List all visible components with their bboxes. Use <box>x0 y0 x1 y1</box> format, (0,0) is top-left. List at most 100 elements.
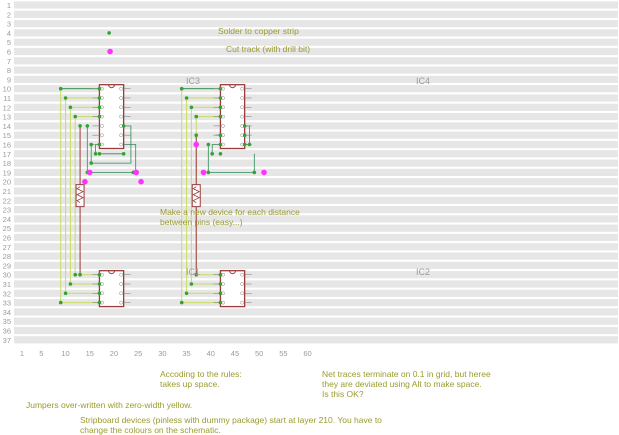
resistor-zigzag <box>192 186 201 203</box>
chip-pin <box>240 291 244 296</box>
chip-pin <box>119 142 123 147</box>
copper-strip <box>14 38 618 46</box>
solder-point <box>107 31 111 35</box>
legend-cut-label: Cut track (with drill bit) <box>226 44 310 54</box>
row-label: 32 <box>3 289 11 298</box>
jumper-wire <box>69 106 100 285</box>
row-label: 2 <box>7 10 11 19</box>
chip-pin <box>119 96 123 100</box>
solder-point <box>97 282 102 286</box>
copper-strip <box>14 94 618 102</box>
row-label: 10 <box>3 85 11 94</box>
markers <box>58 31 267 305</box>
row-label: 26 <box>3 234 11 243</box>
solder-point <box>206 142 211 147</box>
solder-point <box>97 272 102 277</box>
ic1-label: IC1 <box>186 267 200 277</box>
jumper-wire <box>65 97 100 294</box>
column-label: 50 <box>255 349 263 358</box>
column-label: 5 <box>39 349 43 358</box>
solder-point <box>89 161 94 165</box>
solder-point <box>97 105 102 110</box>
chip-body <box>219 84 246 150</box>
solder-point <box>97 96 102 100</box>
row-label: 34 <box>3 308 11 317</box>
chip-pin <box>240 282 244 286</box>
solder-point <box>218 105 223 110</box>
solder-point <box>189 105 194 110</box>
copper-strip <box>14 113 618 121</box>
copper-strip <box>14 317 618 325</box>
row-label: 9 <box>7 75 11 84</box>
row-label: 16 <box>3 141 11 150</box>
chip-body <box>219 270 246 308</box>
row-label: 27 <box>3 243 11 252</box>
solder-point <box>78 272 82 277</box>
solder-point <box>63 291 68 296</box>
row-label: 23 <box>3 206 11 215</box>
solder-point <box>218 133 223 137</box>
chip-notch <box>229 84 237 89</box>
solder-point <box>218 272 223 277</box>
chip-pin <box>221 124 225 128</box>
ic-chips <box>75 84 252 308</box>
copper-strip <box>14 280 618 288</box>
row-label: 22 <box>3 196 11 205</box>
column-label: 20 <box>110 349 118 358</box>
cut-point <box>261 169 267 176</box>
copper-strip <box>14 224 618 232</box>
row-label: 11 <box>3 94 11 103</box>
chip-body <box>98 270 125 308</box>
chip-pin <box>119 272 123 277</box>
chip-pin <box>119 133 123 138</box>
row-label: 8 <box>7 66 11 75</box>
cut-point <box>193 141 200 148</box>
solder-point <box>93 152 98 156</box>
chip-pin <box>119 86 123 91</box>
chip-pin <box>240 105 244 110</box>
column-label: 35 <box>182 349 190 358</box>
row-label: 6 <box>7 48 11 57</box>
column-label: 55 <box>279 349 287 358</box>
copper-strip <box>14 85 618 93</box>
copper-strip <box>14 289 618 297</box>
solder-point <box>97 300 102 305</box>
copper-strip <box>14 150 618 158</box>
row-label: 29 <box>3 261 11 270</box>
cut-point <box>200 169 207 176</box>
jumper-wire <box>186 97 221 294</box>
solder-point <box>184 291 189 296</box>
ic4-label: IC4 <box>416 76 430 86</box>
row-label: 4 <box>7 29 11 38</box>
solder-point <box>78 124 82 128</box>
column-label: 1 <box>20 349 24 358</box>
copper-strip <box>14 159 618 167</box>
copper-strip <box>14 75 618 83</box>
chip-body <box>98 84 125 150</box>
solder-point <box>68 282 73 286</box>
chip-pin <box>240 300 244 305</box>
row-label: 30 <box>3 271 11 280</box>
column-label: 25 <box>134 349 142 358</box>
chip-pin <box>240 86 244 91</box>
chip-pin <box>119 300 123 305</box>
column-label: 30 <box>158 349 166 358</box>
copper-strip <box>14 326 618 335</box>
solder-point <box>179 300 184 305</box>
row-label: 25 <box>3 224 11 233</box>
row-label: 33 <box>3 299 11 308</box>
chip-pin <box>240 96 244 100</box>
solder-point <box>218 282 223 286</box>
solder-point <box>189 282 194 286</box>
solder-point <box>242 133 247 137</box>
chip-pin <box>240 272 244 277</box>
solder-point <box>206 170 211 175</box>
copper-strip <box>14 299 618 307</box>
cut-point <box>133 169 140 176</box>
copper-strip <box>14 233 618 242</box>
ic3-label: IC3 <box>186 76 200 86</box>
chip-pin <box>119 282 123 286</box>
column-label: 15 <box>86 349 94 358</box>
solder-point <box>73 272 78 277</box>
